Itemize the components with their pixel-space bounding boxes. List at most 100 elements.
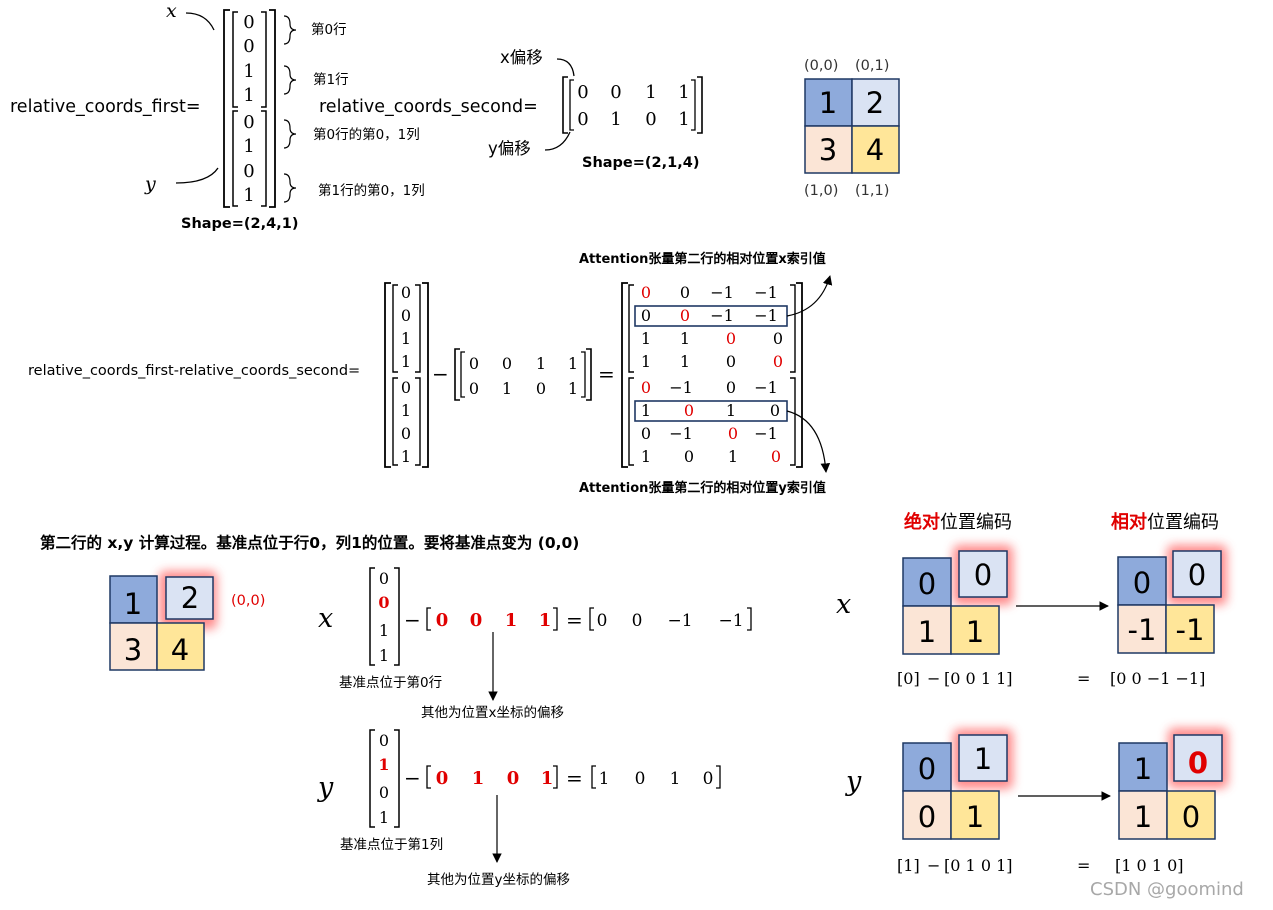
ry-2-2: 0 — [728, 424, 738, 443]
mid-first-v0-0: 0 — [401, 283, 411, 302]
y-vec-0: 0 — [379, 731, 389, 750]
rx-1-3: −1 — [754, 306, 778, 325]
ry-3-1: 0 — [684, 447, 694, 466]
y-vec-2: 0 — [379, 783, 389, 802]
y-rel-0: 1 — [1134, 752, 1152, 786]
y-rel-2: 1 — [1134, 800, 1152, 834]
first-vec0-el3: 1 — [243, 85, 254, 106]
y-vec-1: 1 — [378, 755, 389, 774]
y-eq-minus: − — [927, 856, 940, 875]
encoding-titles: 绝对位置编码 相对位置编码 — [904, 511, 1219, 533]
y-result-3: 0 — [703, 769, 714, 789]
rx-0-0: 0 — [641, 283, 651, 302]
minus-sign: − — [432, 362, 449, 386]
first-vec0-el0: 0 — [243, 12, 254, 33]
x-row-1: 0 — [470, 610, 483, 631]
second-r0-c0: 0 — [577, 82, 588, 103]
first-vec1-el3: 1 — [243, 185, 254, 206]
mid-second-r1-1: 1 — [502, 379, 512, 398]
x-result-0: 0 — [597, 611, 608, 631]
y-axis-label: y — [144, 173, 156, 195]
rx-0-2: −1 — [710, 283, 734, 302]
first-label: relative_coords_first= — [10, 97, 201, 117]
ry-1-1: 0 — [684, 401, 694, 420]
coord-01: (0,1) — [855, 58, 889, 74]
x-eq-c: [0 0 −1 −1] — [1110, 669, 1205, 688]
y-result-2: 1 — [670, 769, 681, 789]
rx-1-1: 0 — [680, 306, 690, 325]
second-r1-c3: 1 — [678, 109, 689, 130]
x-base-note: 基准点位于第0行 — [339, 674, 442, 691]
mid-first-v0-2: 1 — [401, 329, 411, 348]
y-row-3: 1 — [541, 768, 554, 789]
first-vec1-el2: 0 — [243, 161, 254, 182]
mid-second-r0-3: 1 — [568, 354, 578, 373]
rx-2-1: 1 — [680, 329, 690, 348]
bottom-grid-cell-3: 4 — [171, 633, 189, 667]
bottom-grid-cell-0: 1 — [124, 587, 142, 621]
y-rel-1: 0 — [1188, 746, 1208, 780]
x-minus: − — [404, 608, 421, 632]
y-abs-2: 0 — [918, 800, 936, 834]
x-eq-equals: = — [1077, 669, 1090, 688]
mid-second-r0-0: 0 — [469, 354, 479, 373]
annot-x-label: Attention张量第二行的相对位置x索引值 — [579, 251, 826, 267]
x-vec-3: 1 — [379, 646, 389, 665]
y-minus: − — [404, 766, 421, 790]
ry-0-3: −1 — [754, 378, 778, 397]
subtraction-equation: Attention张量第二行的相对位置x索引值 relative_coords_… — [28, 251, 833, 496]
coord-11: (1,1) — [855, 183, 889, 199]
top-grid-cell-1: 2 — [866, 86, 884, 120]
row-note-0: 第0行 — [311, 21, 347, 38]
rx-0-1: 0 — [680, 283, 690, 302]
second-r0-c1: 0 — [610, 82, 621, 103]
top-grid: 1 2 3 4 (0,0) (0,1) (1,0) (1,1) — [804, 58, 900, 199]
x-computation: x 0 0 1 1 − 0 0 1 1 = 0 0 −1 −1 基准点位于第0行… — [318, 567, 752, 721]
x-var: x — [318, 603, 333, 634]
first-matrix-section: x y relative_coords_first= 0 0 1 1 0 1 0… — [10, 0, 425, 232]
right-x-var: x — [836, 589, 851, 620]
x-rel-1: 0 — [1188, 558, 1206, 592]
x-eq-a: [0] — [897, 669, 920, 688]
ry-0-0: 0 — [641, 378, 651, 397]
x-abs-2: 1 — [918, 615, 936, 649]
y-vec-3: 1 — [379, 808, 389, 827]
y-base-note: 基准点位于第1列 — [340, 836, 443, 853]
rel-title-rest: 位置编码 — [1147, 512, 1219, 533]
rx-1-0: 0 — [641, 306, 651, 325]
middle-label: relative_coords_first-relative_coords_se… — [28, 363, 360, 379]
mid-second-r1-2: 0 — [536, 379, 546, 398]
second-r1-c0: 0 — [577, 109, 588, 130]
ry-1-3: 0 — [770, 401, 780, 420]
y-offset-label: y偏移 — [488, 139, 531, 158]
x-result-3: −1 — [718, 611, 743, 631]
x-axis-label: x — [166, 0, 177, 22]
ry-1-0: 1 — [641, 401, 651, 420]
y-eq-b: [0 1 0 1] — [944, 856, 1013, 875]
first-vec1-el0: 0 — [243, 112, 254, 133]
y-result-1: 0 — [635, 769, 646, 789]
x-row-3: 1 — [539, 610, 552, 631]
rx-2-3: 0 — [773, 329, 783, 348]
y-row-2: 0 — [507, 768, 520, 789]
mid-first-v0-3: 1 — [401, 352, 411, 371]
ry-3-0: 1 — [641, 447, 651, 466]
shape-first: Shape=(2,4,1) — [181, 216, 298, 232]
y-var: y — [317, 772, 334, 803]
svg-text:相对位置编码: 相对位置编码 — [1111, 511, 1219, 533]
rx-1-2: −1 — [710, 306, 734, 325]
equals-sign: = — [598, 362, 615, 386]
coord-00: (0,0) — [804, 58, 838, 74]
y-row-0: 0 — [436, 768, 449, 789]
rx-0-3: −1 — [754, 283, 778, 302]
ry-3-3: 0 — [771, 447, 781, 466]
x-rel-2: -1 — [1128, 613, 1157, 647]
x-eq-b: [0 0 1 1] — [944, 669, 1013, 688]
y-result-0: 1 — [599, 769, 610, 789]
y-eq-equals: = — [1077, 856, 1090, 875]
ry-2-3: −1 — [754, 424, 778, 443]
watermark: CSDN @goomind — [1090, 879, 1244, 900]
y-abs-3: 1 — [966, 800, 984, 834]
y-equals: = — [566, 766, 583, 790]
